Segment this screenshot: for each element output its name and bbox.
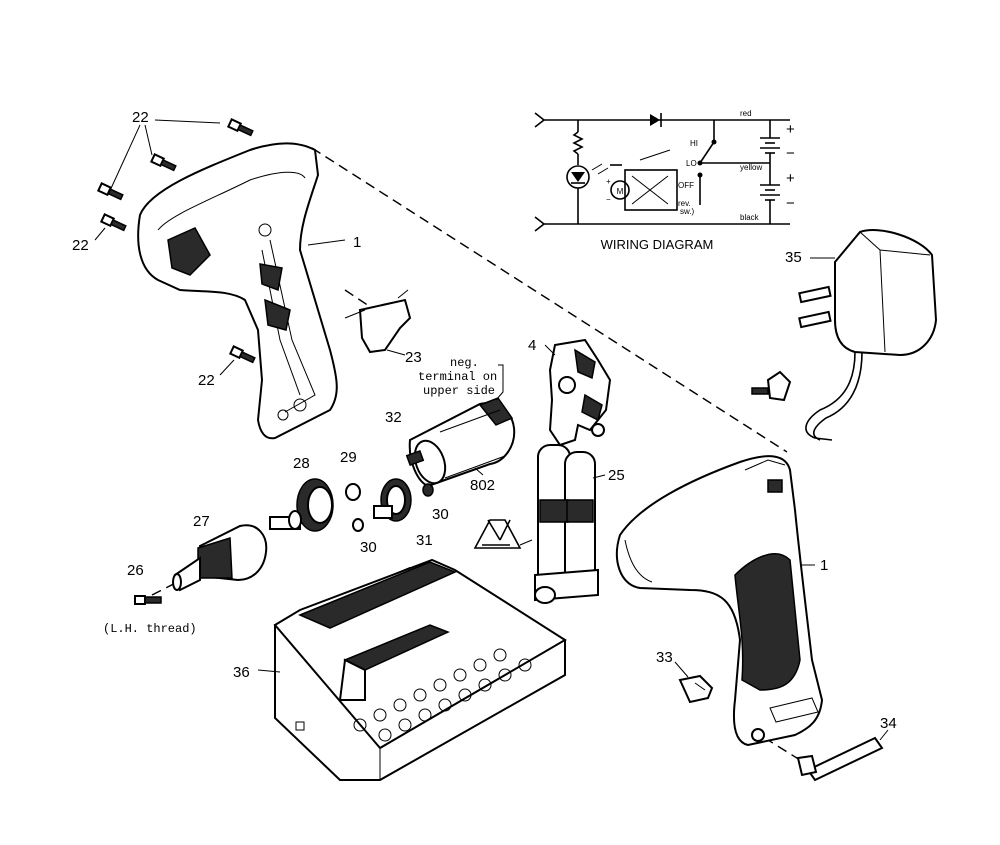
note-neg-line1: neg. [450, 356, 479, 370]
wire-black-label: black [740, 213, 760, 222]
part-label-22-top: 22 [132, 109, 149, 126]
charger-35 [798, 229, 938, 441]
part-label-802: 802 [470, 477, 495, 494]
part-label-33: 33 [656, 649, 673, 666]
charging-stand-36 [273, 558, 567, 781]
assembly-guide-line [311, 147, 788, 453]
part-label-4: 4 [528, 337, 536, 354]
lo-label: LO [686, 159, 697, 168]
chuck-27 [172, 524, 268, 592]
motor-symbol [610, 180, 630, 200]
charger-plug [751, 370, 792, 402]
bit-holder-34 [796, 736, 884, 782]
motor-plus-label: + [606, 177, 611, 186]
part-label-32: 32 [385, 409, 402, 426]
part-label-29: 29 [340, 449, 357, 466]
part-label-22-bottom: 22 [198, 372, 215, 389]
battery-pack-25 [534, 444, 599, 604]
wire-red-label: red [740, 109, 752, 118]
stand-bit-holes [353, 648, 532, 742]
wire-yellow-label: yellow [740, 163, 762, 172]
battery-plus-lower: + [786, 170, 795, 187]
washer-29 [345, 483, 361, 501]
left-housing-half [137, 142, 338, 440]
part-label-35: 35 [785, 249, 802, 266]
rev-label: rev. [678, 199, 691, 208]
screw-26 [134, 595, 162, 605]
assembly-guide-line-switch [344, 289, 391, 321]
battery-minus-upper: − [786, 145, 795, 162]
off-label: OFF [678, 181, 694, 190]
wiring-diagram-title: WIRING DIAGRAM [601, 237, 714, 252]
part-label-36: 36 [233, 664, 250, 681]
gear-28 [269, 478, 334, 532]
recycle-icon [473, 519, 533, 549]
hi-label: HI [690, 139, 698, 148]
switch-assembly-4 [548, 338, 612, 447]
notes: neg. terminal on upper side (L.H. thread… [103, 356, 497, 636]
right-housing-half [615, 455, 824, 747]
part-label-1-right: 1 [820, 557, 828, 574]
battery-minus-lower: − [786, 195, 795, 212]
part-label-26: 26 [127, 562, 144, 579]
part-label-22-left: 22 [72, 237, 89, 254]
wiring-diagram: M + − HI LO OFF rev. sw.) [534, 109, 795, 252]
part-label-1-left: 1 [353, 234, 361, 251]
nut-30-upper [422, 483, 434, 497]
switch-trigger-23 [344, 289, 412, 354]
note-neg-line2: terminal on [418, 370, 497, 384]
battery-plus-upper: + [786, 121, 795, 138]
belt-clip-33 [678, 674, 714, 704]
part-label-34: 34 [880, 715, 897, 732]
part-label-25: 25 [608, 467, 625, 484]
note-lh-thread: (L.H. thread) [103, 622, 197, 636]
motor-label: M [617, 187, 624, 196]
note-neg-line3: upper side [423, 384, 495, 398]
gear-31 [373, 478, 412, 522]
nut-30-lower [352, 518, 364, 532]
part-label-23: 23 [405, 349, 422, 366]
part-label-31: 31 [416, 532, 433, 549]
sw-label: sw.) [680, 207, 695, 216]
battery-symbol-lower [760, 184, 780, 201]
part-label-27: 27 [193, 513, 210, 530]
diode-symbol [650, 113, 662, 127]
part-label-30-right: 30 [432, 506, 449, 523]
motor-802 [405, 397, 516, 488]
screw-set-22 [96, 118, 256, 364]
part-label-28: 28 [293, 455, 310, 472]
battery-symbol-upper [760, 137, 780, 154]
part-label-30-left: 30 [360, 539, 377, 556]
part-number-labels: 22 22 22 1 23 4 32 802 25 28 29 30 30 31… [72, 109, 897, 732]
motor-minus-label: − [606, 195, 611, 204]
